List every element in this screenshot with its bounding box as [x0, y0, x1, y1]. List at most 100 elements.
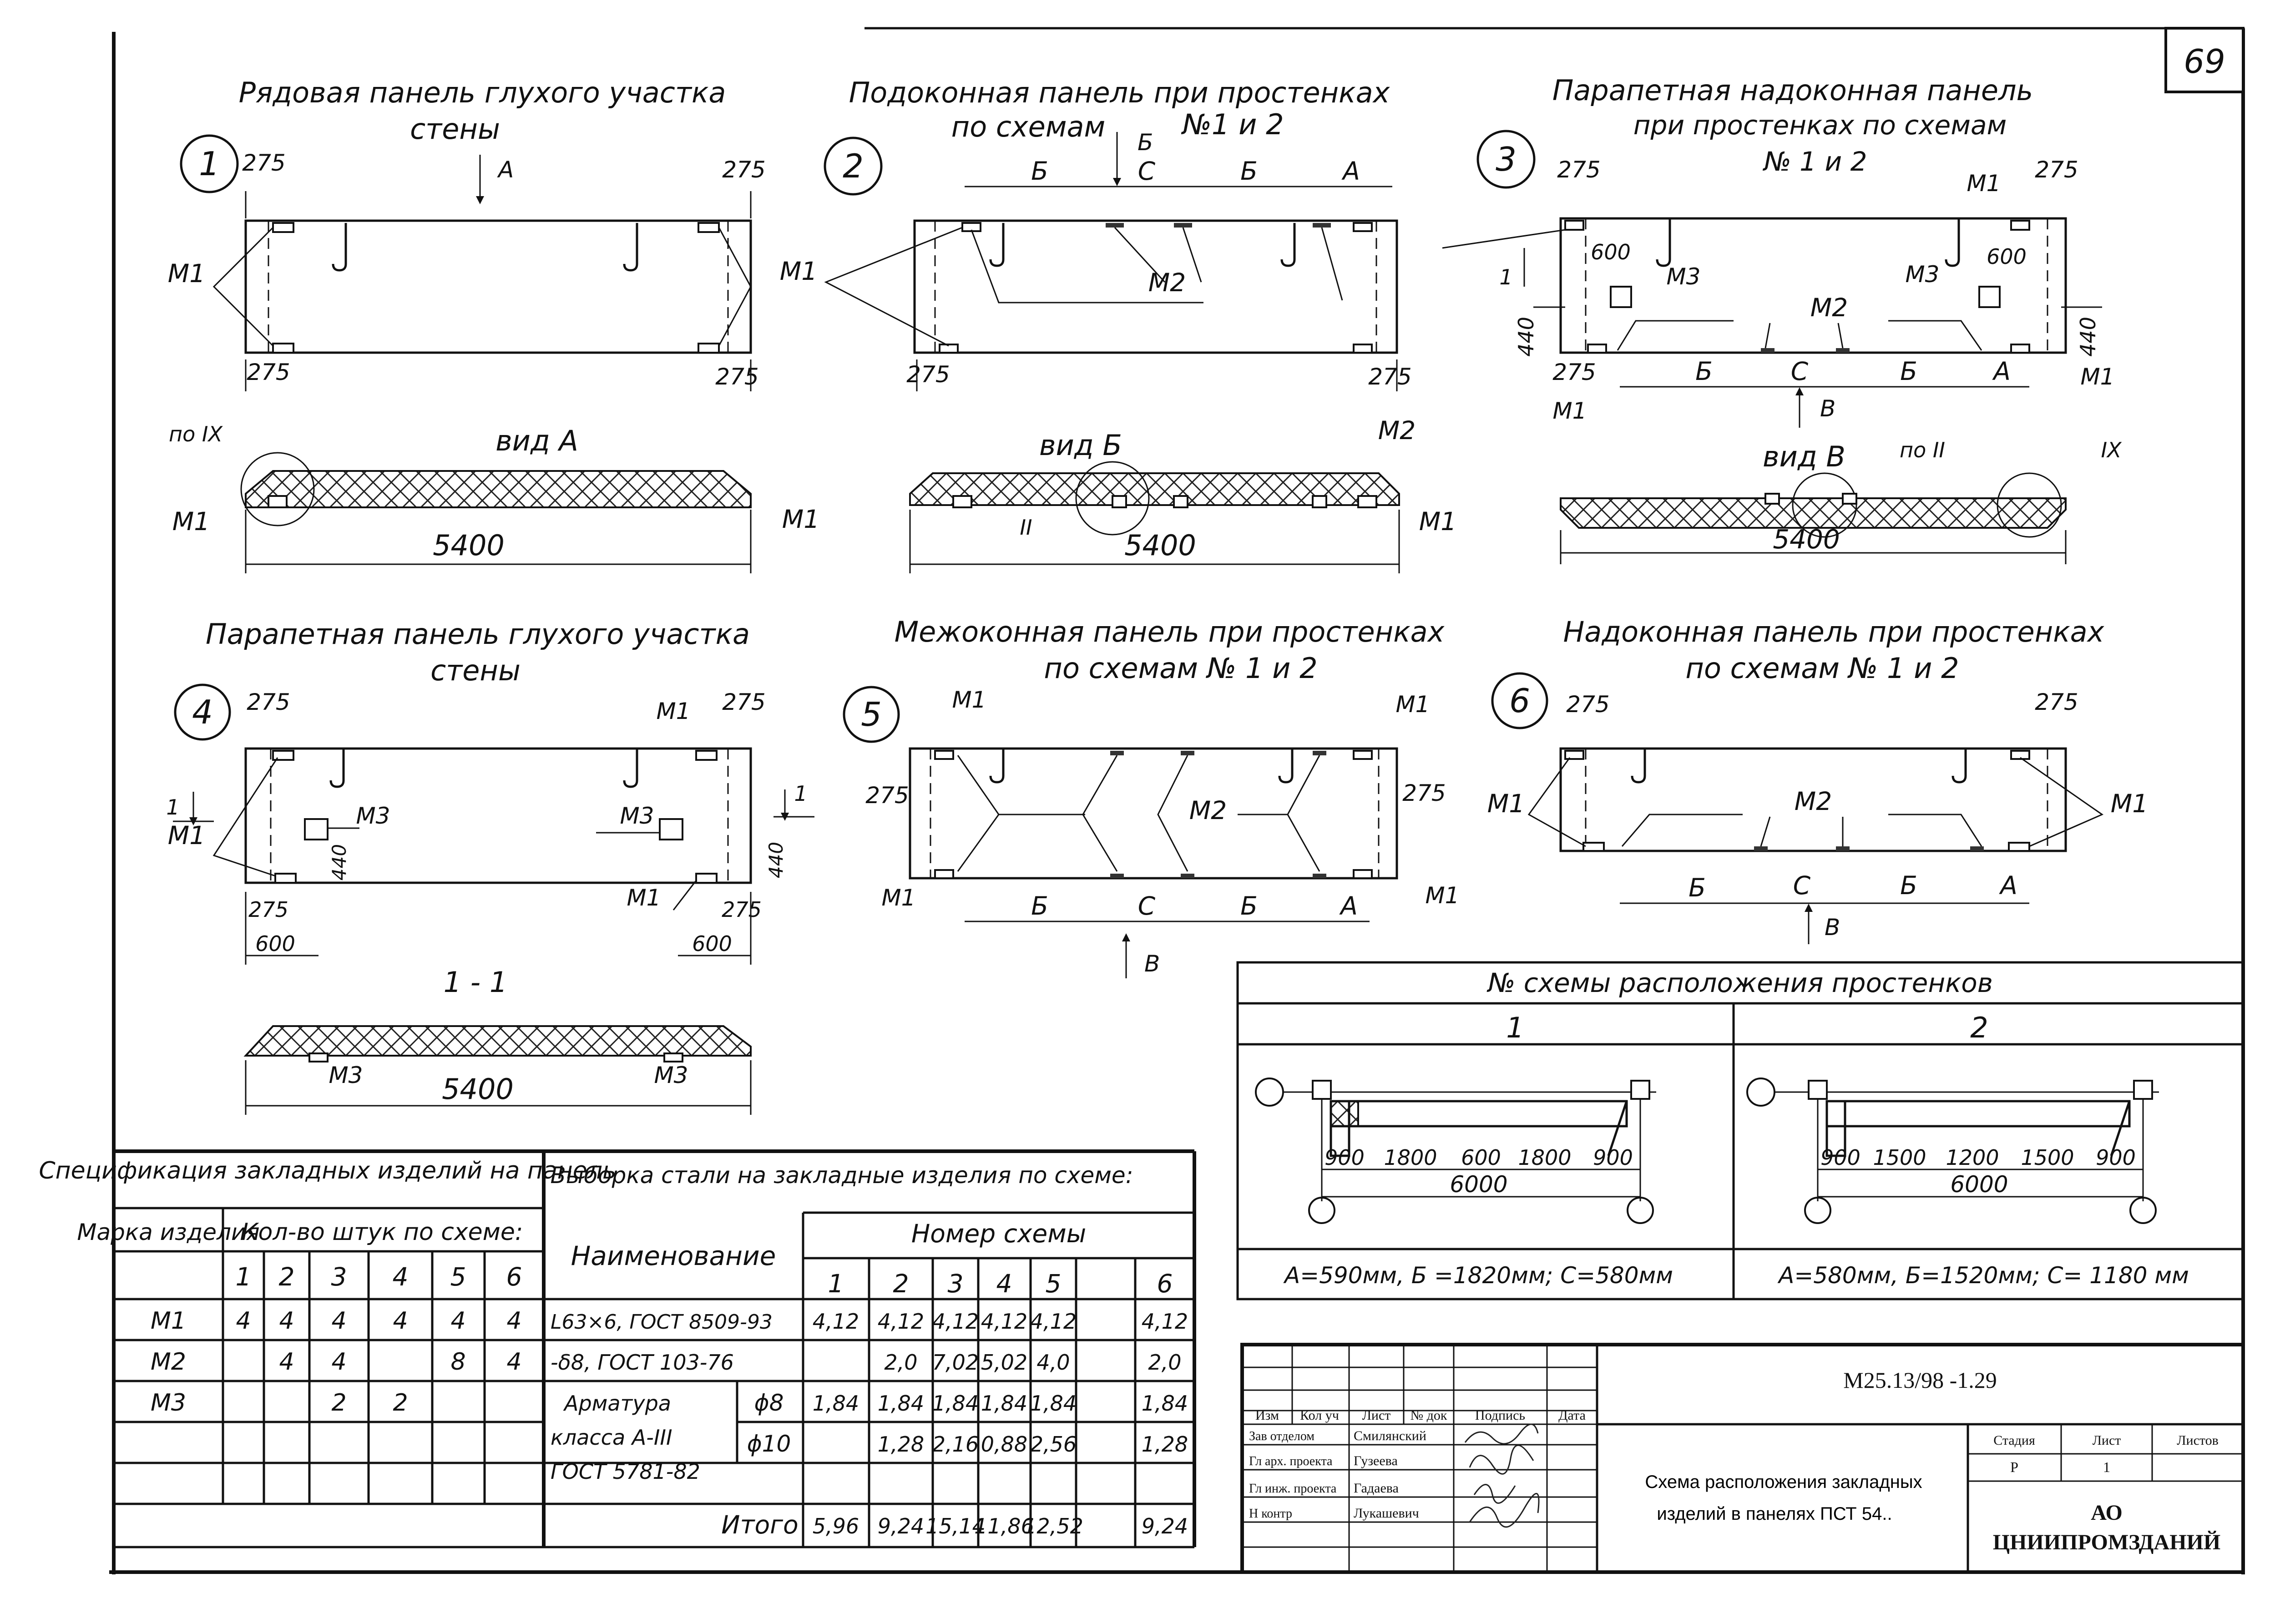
diagram-4-dim-bottom-right-600: 600 [692, 931, 732, 956]
spec-row-1: М1 4 4 4 4 4 4 [151, 1307, 522, 1335]
diagram-5-m1-top-right: М1 [1396, 691, 1430, 718]
diagram-5-arrow-label: В [1144, 951, 1160, 977]
diagram-4: Парапетная панель глухого участка стены … [166, 617, 814, 1115]
scheme-1-dim-3: 600 [1461, 1145, 1501, 1170]
steel-total-v5: 12,52 [1023, 1514, 1083, 1538]
steel-scheme-2: 2 [893, 1269, 909, 1298]
spec-row-3-mark: М3 [151, 1389, 186, 1417]
diagram-1-subtitle: стены [410, 112, 500, 146]
diagram-4-m3-left: М3 [356, 803, 390, 829]
steel-total-v3: 15,14 [925, 1514, 986, 1538]
steel-table: Выборка стали на закладные изделия по сх… [550, 1162, 1188, 1539]
diagram-5-dim-left: 275 [865, 782, 909, 809]
diagram-4-m1-left: М1 [168, 821, 205, 850]
tb-sheet: 1 [2103, 1459, 2110, 1475]
steel-rebar-d10: ϕ10 [747, 1431, 791, 1457]
diagram-1-title: Рядовая панель глухого участка [239, 76, 726, 109]
diagram-2-subtitle2: №1 и 2 [1181, 108, 1284, 141]
tb-sheets-label: Листов [2177, 1433, 2219, 1448]
scheme-1-dim-1: 900 [1325, 1145, 1365, 1170]
diagram-6-subtitle: по схемам № 1 и 2 [1685, 652, 1959, 685]
diagram-4-title: Парапетная панель глухого участка [206, 617, 750, 651]
diagram-6-dim-top-left: 275 [1566, 691, 1609, 718]
spec-row-3-qty-3: 2 [331, 1389, 346, 1417]
steel-row-angle: L63×6, ГОСТ 8509-93 4,12 4,12 4,12 4,12 … [551, 1309, 1188, 1334]
diagram-4-dim-bottom-left: 275 [248, 897, 288, 922]
steel-row-angle-name: L63×6, ГОСТ 8509-93 [551, 1310, 773, 1334]
steel-scheme-4: 4 [996, 1269, 1012, 1298]
view-a-title: вид А [495, 424, 578, 457]
steel-rebar-d8-v5: 1,84 [1030, 1391, 1077, 1416]
scheme-1-caption: А=590мм, Б =1820мм; С=580мм [1283, 1262, 1673, 1289]
diagram-1-number-circle [180, 134, 239, 193]
spec-row-3: М3 2 2 [151, 1389, 408, 1417]
diagram-6-panel [1559, 747, 2067, 852]
steel-total-v4: 11,86 [974, 1514, 1034, 1538]
tb-role-1: Зав отделом [1249, 1429, 1314, 1443]
diagram-5-m1-bottom-right: М1 [1426, 882, 1460, 909]
sheet-frame [109, 27, 2245, 1574]
diagram-4-dim-top-left: 275 [247, 689, 290, 715]
diagram-3-dim-bottom-left: 275 [1552, 359, 1596, 385]
section-1-1-length: 5400 [442, 1073, 514, 1106]
scheme-2-dim-1: 900 [1820, 1145, 1860, 1170]
scheme-1-number: 1 [1506, 1011, 1524, 1044]
diagram-5-segment-2: С [1138, 891, 1156, 921]
diagram-1-dim-bottom-right: 275 [715, 364, 758, 390]
diagram-2-m2-label: М2 [1148, 268, 1186, 297]
scheme-1-dim-2: 1800 [1384, 1145, 1437, 1170]
diagram-3-segment-3: Б [1900, 357, 1917, 386]
diagram-3-m2-label: М2 [1810, 293, 1848, 322]
steel-rebar-d10-v6: 1,28 [1142, 1432, 1188, 1457]
tb-stage-label: Стадия [1993, 1433, 2035, 1448]
diagram-5-m1-top-left: М1 [952, 687, 986, 713]
steel-rebar-d10-v5: 2,56 [1030, 1432, 1077, 1457]
diagram-4-dim-bottom-left-600: 600 [255, 931, 295, 956]
diagram-6-segment-3: Б [1900, 871, 1917, 900]
view-b-title: вид Б [1039, 429, 1122, 462]
spec-row-1-qty-3: 4 [331, 1307, 346, 1335]
section-1-1-title: 1 - 1 [444, 966, 508, 999]
steel-rebar-name-2: класса А-III [551, 1425, 672, 1450]
diagram-3-m1-bottom-right: М1 [2081, 364, 2115, 390]
diagram-5-m1-bottom-left: М1 [882, 885, 916, 911]
spec-row-3-qty-4: 2 [393, 1389, 408, 1417]
spec-scheme-6: 6 [506, 1262, 522, 1291]
tb-name-4: Лукашевич [1354, 1506, 1419, 1521]
specification-table: Спецификация закладных изделий на панель… [39, 1149, 1196, 1548]
diagram-4-dim-top-right: 275 [722, 689, 765, 715]
spec-row-2-mark: М2 [151, 1348, 186, 1376]
diagram-6-segment-1: Б [1689, 873, 1706, 902]
tb-description-2: изделий в панелях ПСТ 54.. [1657, 1504, 1892, 1524]
diagram-3-segment-2: С [1791, 357, 1809, 386]
spec-row-1-qty-4: 4 [393, 1307, 408, 1335]
diagram-5-subtitle: по схемам № 1 и 2 [1044, 652, 1317, 685]
diagram-1: Рядовая панель глухого участка стены 1 2… [168, 76, 819, 573]
diagram-5-segment-3: Б [1240, 891, 1258, 921]
diagram-3-segment-4: А [1992, 357, 2011, 386]
diagram-4-section-left: 1 [166, 795, 179, 820]
diagram-4-subtitle: стены [430, 654, 521, 687]
steel-row-angle-v6: 4,12 [1142, 1309, 1188, 1334]
tb-name-1: Смилянский [1354, 1428, 1426, 1443]
diagram-4-dim-bottom-right: 275 [722, 897, 762, 922]
spec-row-1-qty-6: 4 [506, 1307, 521, 1335]
scheme-2-caption: А=580мм, Б=1520мм; С= 1180 мм [1777, 1262, 2189, 1289]
scheme-2-dim-3: 1200 [1946, 1145, 1999, 1170]
diagram-3-m3-left: М3 [1667, 263, 1701, 290]
tb-sheet-label: Лист [2093, 1433, 2121, 1448]
tb-code: М25.13/98 -1.29 [1843, 1367, 1997, 1393]
diagram-4-dim-440-left: 440 [328, 844, 350, 880]
diagram-6: Надоконная панель при простенках по схем… [1487, 615, 2148, 944]
diagram-6-number: 6 [1509, 682, 1530, 720]
steel-table-title: Выборка стали на закладные изделия по сх… [550, 1162, 1133, 1189]
steel-row-total: Итого 5,96 9,24 15,14 11,86 12,52 9,24 [721, 1510, 1188, 1539]
spec-row-1-qty-2: 4 [279, 1307, 294, 1335]
steel-row-strip-v3: 7,02 [932, 1350, 979, 1375]
diagram-2-dim-bottom-right: 275 [1368, 364, 1411, 390]
tb-stage: Р [2010, 1459, 2018, 1475]
steel-row-angle-v4: 4,12 [981, 1309, 1027, 1334]
diagram-4-number-circle [174, 683, 231, 741]
diagram-5-dim-right: 275 [1402, 780, 1446, 806]
